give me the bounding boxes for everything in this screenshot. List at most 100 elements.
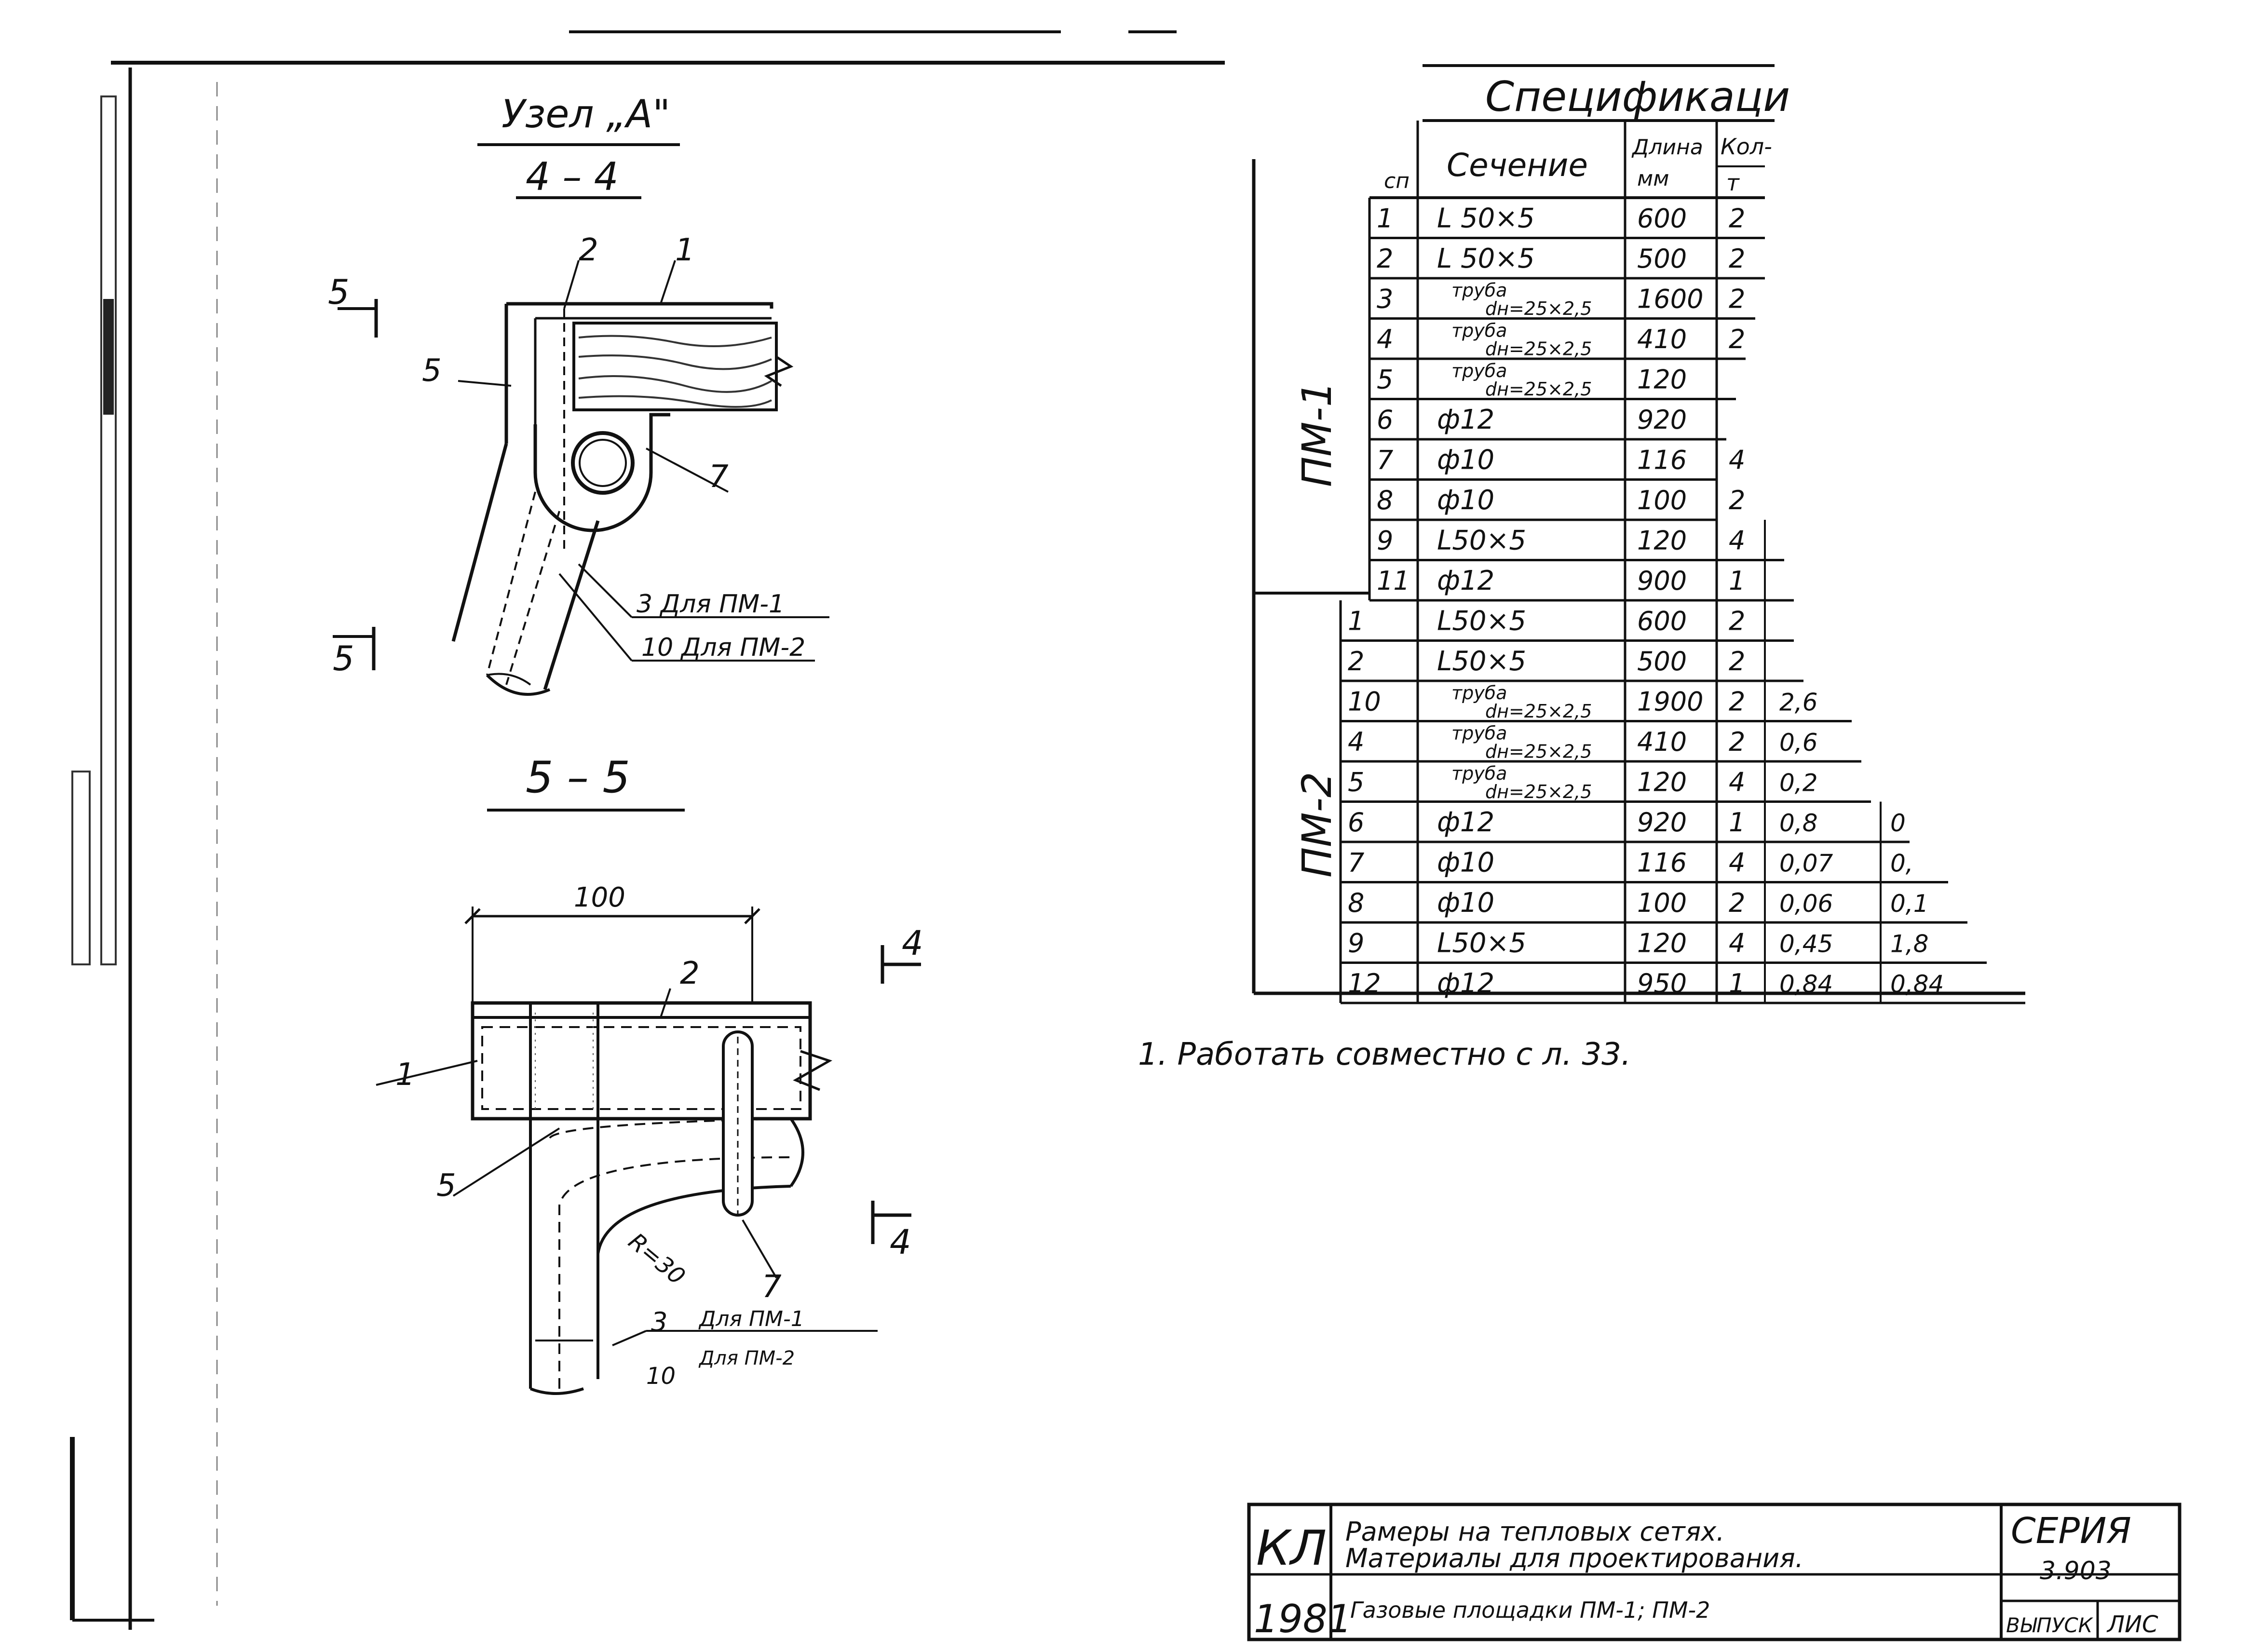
row-length: 500: [1637, 646, 1687, 677]
row-length: 950: [1637, 968, 1687, 999]
row-length: 120: [1637, 526, 1687, 556]
spec-title: Спецификаци: [1485, 73, 1790, 121]
row-length: 600: [1637, 203, 1687, 234]
row-mass-total: 0,84: [1890, 970, 1944, 998]
row-section: ф10: [1437, 485, 1494, 516]
cut-mark-5-top: 5: [328, 272, 350, 312]
row-pos: 9: [1377, 526, 1393, 556]
general-note: 1. Работать совместно с л. 33.: [1138, 1037, 1631, 1072]
row-pos: 7: [1348, 848, 1364, 878]
callout-1: 1: [675, 232, 695, 268]
row-length: 116: [1637, 848, 1687, 878]
stamp-year: 1981: [1254, 1597, 1352, 1641]
row-pos: 8: [1348, 888, 1364, 918]
row-length: 500: [1637, 244, 1687, 274]
row-qty: 4: [1729, 445, 1745, 475]
row-section: ф10: [1437, 445, 1494, 476]
row-section: L50×5: [1437, 928, 1526, 959]
callout-1: 1: [395, 1057, 415, 1093]
row-section: ф12: [1437, 565, 1494, 596]
stamp-issue-label: ВЫПУСК: [2006, 1613, 2094, 1637]
cut-mark-5-bottom: 5: [333, 639, 354, 678]
row-pos: 6: [1348, 807, 1364, 838]
row-qty: 1: [1729, 807, 1745, 838]
row-section-detail: dн=25×2,5: [1485, 339, 1592, 360]
row-section: L50×5: [1437, 525, 1526, 556]
row-length: 100: [1637, 888, 1687, 918]
row-mass-total: 0: [1890, 809, 1906, 837]
row-length: 116: [1637, 445, 1687, 475]
row-mass-unit: 0,07: [1779, 850, 1833, 878]
row-section: труба: [1451, 682, 1507, 704]
callout-5: 5: [436, 1168, 456, 1204]
row-length: 1900: [1637, 687, 1703, 717]
row-section: L50×5: [1437, 606, 1526, 637]
row-section: ф12: [1437, 404, 1494, 435]
row-qty: 2: [1729, 646, 1745, 677]
row-qty: 4: [1729, 767, 1745, 798]
row-pos: 8: [1377, 485, 1393, 515]
row-section: труба: [1451, 723, 1507, 744]
row-section-detail: dн=25×2,5: [1485, 298, 1592, 319]
stamp-title-line2: Материалы для проектирования.: [1345, 1543, 1803, 1573]
stamp-series-label: СЕРИЯ: [2011, 1510, 2131, 1552]
row-pos: 7: [1377, 445, 1393, 475]
header-qty: Кол-: [1721, 134, 1772, 160]
row-length: 920: [1637, 807, 1687, 838]
row-qty: 2: [1729, 324, 1745, 354]
header-length-unit: мм: [1637, 166, 1669, 191]
row-qty: 4: [1729, 526, 1745, 556]
row-pos: 9: [1348, 928, 1364, 959]
row-mass-total: 0,: [1890, 850, 1913, 878]
section-5-5-label: 5 – 5: [526, 752, 630, 803]
row-mass-unit: 0,8: [1779, 809, 1818, 837]
row-pos: 4: [1348, 727, 1364, 757]
stamp-sheet-label: ЛИС: [2106, 1611, 2158, 1638]
row-length: 120: [1637, 365, 1687, 395]
header-pos: сп: [1384, 169, 1410, 193]
row-pos: 2: [1377, 244, 1393, 274]
header-length: Длина: [1631, 135, 1703, 160]
row-pos: 10: [1348, 687, 1381, 717]
row-section: труба: [1451, 763, 1507, 784]
row-pos: 2: [1348, 646, 1364, 677]
row-section: труба: [1451, 280, 1507, 301]
stamp-title-line3: Газовые площадки ПМ-1; ПМ-2: [1350, 1597, 1710, 1623]
group-label-pm2: ПМ-2: [1293, 772, 1341, 878]
row-section-detail: dн=25×2,5: [1485, 701, 1592, 722]
row-section: ф12: [1437, 807, 1494, 838]
row-section: ф10: [1437, 887, 1494, 919]
row-section-detail: dн=25×2,5: [1485, 741, 1592, 762]
row-length: 120: [1637, 767, 1687, 798]
row-length: 900: [1637, 566, 1687, 596]
row-length: 120: [1637, 928, 1687, 959]
row-pos: 1: [1377, 203, 1393, 234]
row-length: 1600: [1637, 284, 1703, 314]
row-qty: 2: [1729, 284, 1745, 314]
row-length: 600: [1637, 606, 1687, 636]
dimension-100: 100: [574, 882, 625, 913]
row-mass-total: 1,8: [1890, 930, 1929, 958]
row-section: L 50×5: [1437, 203, 1535, 234]
row-qty: 1: [1729, 566, 1745, 596]
row-mass-unit: 0,6: [1779, 729, 1818, 757]
row-mass-unit: 0,84: [1779, 970, 1833, 998]
cut-mark-4-top: 4: [902, 923, 923, 963]
row-length: 410: [1637, 324, 1687, 354]
callout-3: 3: [651, 1307, 667, 1337]
row-section: L50×5: [1437, 646, 1526, 677]
row-pos: 4: [1377, 324, 1393, 354]
callout-2: 2: [680, 956, 700, 991]
row-qty: 2: [1729, 687, 1745, 717]
row-section: ф10: [1437, 847, 1494, 879]
row-qty: 2: [1729, 888, 1745, 918]
callout-7: 7: [762, 1269, 782, 1305]
callout-10-note: Для ПМ-2: [698, 1347, 795, 1369]
section-4-4-label: 4 – 4: [526, 154, 619, 199]
